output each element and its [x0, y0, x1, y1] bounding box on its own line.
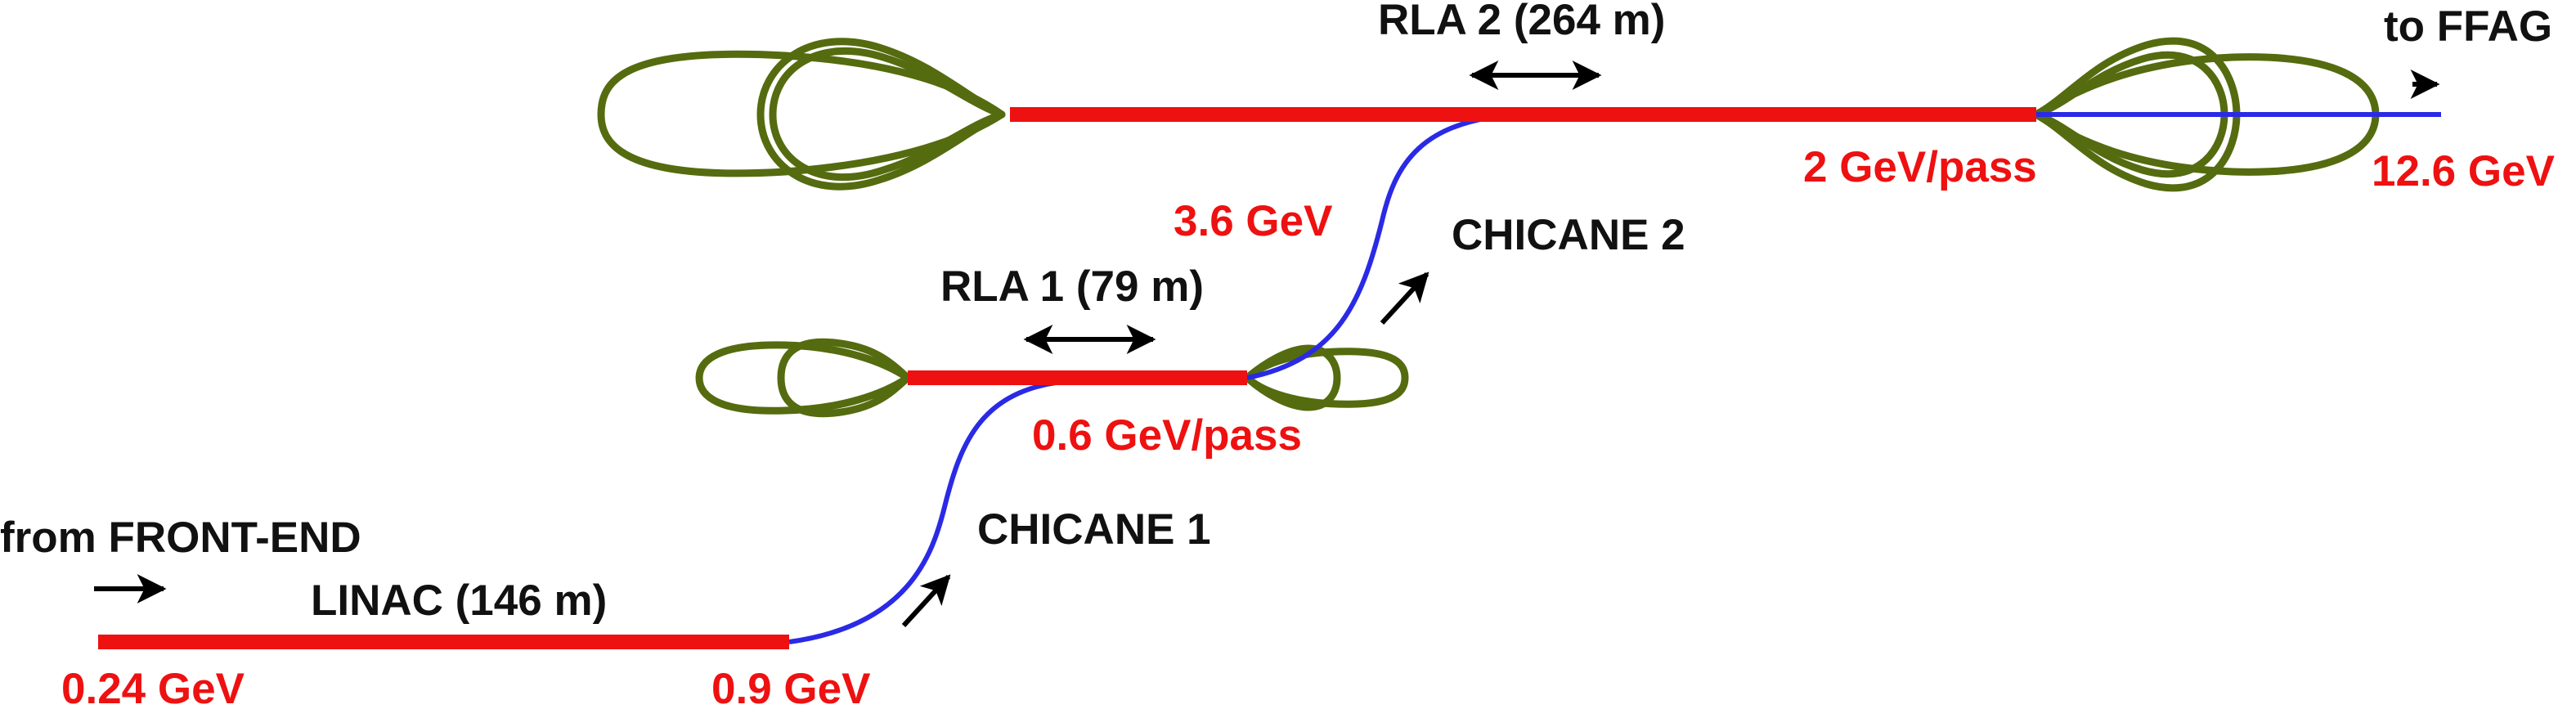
rla2-left-arc-large: [597, 50, 1006, 177]
rla2-left-arcs: [597, 38, 1006, 191]
linac-sections: [98, 107, 2036, 649]
rla1-left-arc-small: [777, 338, 912, 418]
rla1-right-arcs: [1243, 344, 1409, 411]
chicane-2-arrow: [1380, 271, 1429, 325]
from-front-end-label: from FRONT-END: [0, 514, 361, 562]
energy-rla2-out: 12.6 GeV: [2372, 147, 2555, 195]
rla1-left-arcs: [695, 338, 912, 418]
rla1-label: RLA 1 (79 m): [940, 263, 1204, 311]
arrows: [94, 61, 2440, 628]
rla1-left-arc-large: [695, 341, 912, 415]
rla2-left-arc-medium: [756, 38, 1006, 191]
chicane-1-path: [788, 378, 1079, 644]
rla2-label: RLA 2 (264 m): [1378, 0, 1665, 44]
energy-rla1-gain: 0.6 GeV/pass: [1032, 411, 1302, 460]
transfer-lines: [788, 112, 2441, 644]
linac-label: LINAC (146 m): [311, 577, 607, 625]
rla1-right-arc-small: [1243, 344, 1341, 411]
energy-rla1-out: 3.6 GeV: [1174, 197, 1332, 245]
rla2-left-arc-small: [769, 47, 1006, 182]
chicane-2-label: CHICANE 2: [1452, 211, 1685, 259]
to-ffag-label: to FFAG: [2384, 2, 2552, 51]
energy-rla2-gain: 2 GeV/pass: [1803, 143, 2037, 191]
chicane-1-label: CHICANE 1: [977, 505, 1211, 554]
energy-linac-out: 0.9 GeV: [711, 665, 870, 709]
chicane-1-arrow: [901, 574, 951, 628]
energy-linac-in: 0.24 GeV: [61, 665, 245, 709]
chicane-2-path: [1246, 112, 1530, 380]
